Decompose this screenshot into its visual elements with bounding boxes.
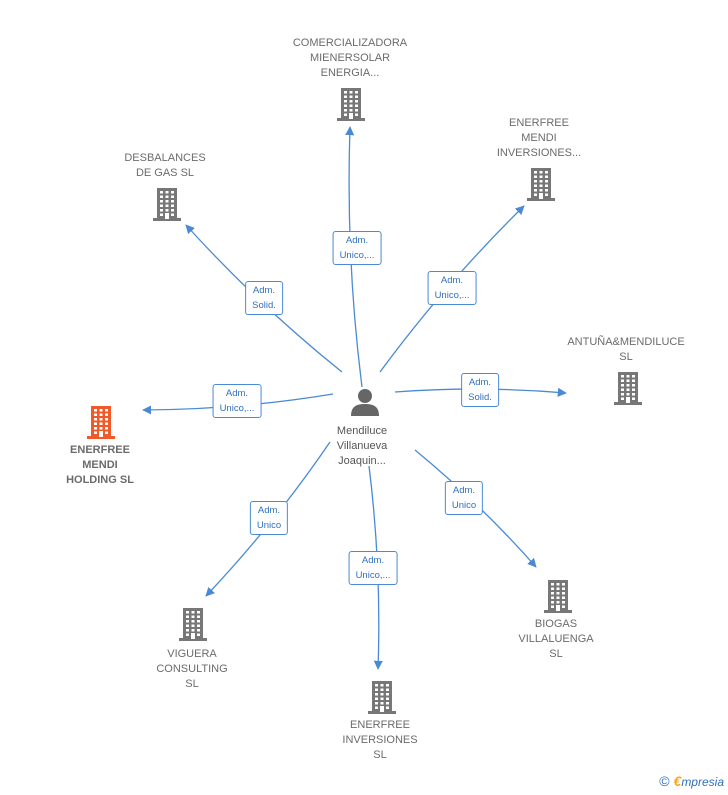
company-label-line: MENDI	[82, 459, 118, 471]
brand-name: mpresia	[681, 775, 724, 789]
brand-initial: €	[673, 773, 682, 789]
company-label-line: ENERFREE	[509, 117, 569, 129]
role-text: Unico,...	[434, 290, 470, 301]
company-label-line: ENERGIA...	[320, 67, 380, 79]
role-text: Solid.	[468, 392, 492, 403]
role-badge-antuna[interactable]: Adm. Solid.	[461, 373, 499, 407]
role-text: Adm.	[257, 505, 281, 516]
company-label-enerfree-inversiones[interactable]: ENERFREE INVERSIONES SL	[342, 718, 417, 763]
person-name-line: Villanueva	[336, 440, 388, 452]
company-label-line: DESBALANCES	[124, 152, 206, 164]
building-icon[interactable]	[612, 370, 644, 411]
company-label-enerfree-mendi-inversiones[interactable]: ENERFREE MENDI INVERSIONES...	[497, 116, 581, 161]
role-text: Adm.	[345, 235, 369, 246]
building-icon[interactable]	[151, 186, 183, 227]
company-label-biogas[interactable]: BIOGAS VILLALUENGA SL	[518, 617, 593, 662]
company-label-line: MENDI	[521, 132, 557, 144]
building-icon[interactable]	[177, 606, 209, 647]
company-label-desbalances[interactable]: DESBALANCES DE GAS SL	[124, 151, 205, 181]
role-text: Adm.	[361, 555, 385, 566]
role-text: Adm.	[452, 485, 476, 496]
role-text: Adm.	[225, 388, 249, 399]
company-label-line: DE GAS SL	[135, 167, 195, 179]
company-label-line: INVERSIONES...	[496, 147, 582, 159]
company-label-line: SL	[619, 351, 633, 363]
role-text: Adm.	[468, 377, 492, 388]
building-icon[interactable]	[85, 404, 117, 445]
role-text: Adm.	[440, 275, 464, 286]
role-text: Unico	[256, 520, 282, 531]
company-label-line: VIGUERA	[167, 648, 217, 660]
company-label-line: ANTUÑA&MENDILUCE	[567, 336, 685, 348]
company-label-line: HOLDING SL	[66, 474, 134, 486]
person-name-line: Joaquin...	[338, 455, 386, 467]
copyright-icon: ©	[659, 773, 670, 789]
company-label-line: SL	[185, 678, 199, 690]
building-icon[interactable]	[525, 166, 557, 207]
role-badge-enerfree-mendi-holding[interactable]: Adm. Unico,...	[212, 384, 262, 418]
company-label-antuna[interactable]: ANTUÑA&MENDILUCE SL	[567, 335, 684, 365]
role-text: Unico,...	[355, 570, 391, 581]
person-icon[interactable]	[350, 387, 380, 422]
footer-brand[interactable]: © €mpresia	[659, 773, 724, 789]
building-icon[interactable]	[366, 679, 398, 720]
company-label-line: MIENERSOLAR	[309, 52, 391, 64]
company-label-enerfree-mendi-holding[interactable]: ENERFREE MENDI HOLDING SL	[66, 443, 134, 488]
role-badge-comercializadora[interactable]: Adm. Unico,...	[332, 231, 382, 265]
role-text: Adm.	[252, 285, 276, 296]
company-label-viguera[interactable]: VIGUERA CONSULTING SL	[156, 647, 227, 692]
person-name-line: Mendiluce	[336, 425, 388, 437]
role-badge-viguera[interactable]: Adm. Unico	[249, 501, 289, 535]
company-label-line: VILLALUENGA	[518, 633, 594, 645]
company-label-line: INVERSIONES	[342, 734, 418, 746]
building-icon[interactable]	[335, 86, 367, 127]
role-text: Solid.	[252, 300, 276, 311]
company-label-line: SL	[373, 749, 387, 761]
company-label-line: COMERCIALIZADORA	[292, 37, 408, 49]
role-text: Unico	[451, 500, 477, 511]
building-icon[interactable]	[542, 578, 574, 619]
role-badge-enerfree-inversiones[interactable]: Adm. Unico,...	[348, 551, 398, 585]
role-badge-desbalances[interactable]: Adm. Solid.	[245, 281, 283, 315]
role-badge-biogas[interactable]: Adm. Unico	[444, 481, 484, 515]
role-text: Unico,...	[339, 250, 375, 261]
role-badge-enerfree-mendi-inversiones[interactable]: Adm. Unico,...	[427, 271, 477, 305]
role-text: Unico,...	[219, 403, 255, 414]
company-label-line: BIOGAS	[534, 618, 578, 630]
company-label-line: ENERFREE	[70, 444, 130, 456]
company-label-line: ENERFREE	[350, 719, 410, 731]
company-label-line: CONSULTING	[156, 663, 228, 675]
company-label-comercializadora[interactable]: COMERCIALIZADORA MIENERSOLAR ENERGIA...	[293, 36, 407, 81]
company-label-line: SL	[549, 648, 563, 660]
